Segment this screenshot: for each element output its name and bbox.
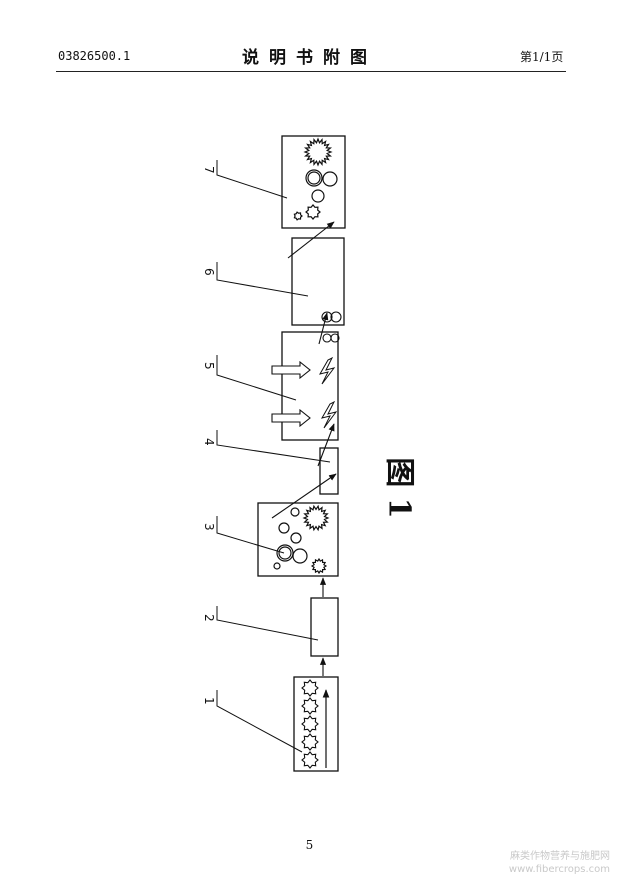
arrow-4-to-5 — [317, 423, 335, 467]
leader-line-2 — [216, 606, 319, 641]
box-5-small-circles — [322, 333, 340, 343]
leader-line-1 — [216, 690, 303, 753]
box-7 — [281, 135, 346, 229]
star-gear-icon — [301, 733, 319, 751]
figure-label-4: 4 — [202, 438, 216, 446]
figure-label-5: 5 — [202, 362, 216, 370]
box-5-hollow-arrow-top — [271, 360, 311, 380]
leader-line-6 — [216, 262, 309, 297]
star-gear-icon — [301, 697, 319, 715]
watermark: 麻类作物营养与施肥网 www.fibercrops.com — [430, 850, 610, 876]
watermark-line-2: www.fibercrops.com — [508, 864, 610, 875]
figure-label-1: 1 — [202, 697, 216, 705]
watermark-line-1: 麻类作物营养与施肥网 — [510, 851, 610, 862]
star-gear-icon — [301, 715, 319, 733]
box-4 — [319, 447, 339, 495]
box-1-star-gears — [301, 679, 319, 769]
box-2 — [310, 597, 339, 657]
figure-label-2: 2 — [202, 614, 216, 622]
box-5-hollow-arrow-bottom — [271, 408, 311, 428]
box-3 — [257, 502, 339, 577]
arrow-5-to-6 — [318, 312, 329, 345]
star-gear-icon — [293, 211, 303, 221]
lightning-icon — [320, 400, 338, 429]
figure-label-3: 3 — [202, 523, 216, 531]
leader-line-3 — [216, 516, 285, 554]
star-gear-icon — [301, 751, 319, 769]
gear-icon — [303, 137, 333, 167]
box-1 — [293, 676, 339, 772]
figure-caption: 图 1 — [381, 457, 417, 519]
box-6 — [291, 237, 345, 326]
box-7-gears — [293, 137, 338, 221]
box-6-circles — [321, 311, 342, 323]
box-3-gears — [273, 504, 330, 575]
arrow-3-to-4 — [271, 473, 337, 519]
figure-label-6: 6 — [202, 268, 216, 276]
gear-icon — [302, 504, 330, 532]
lightning-icon — [318, 356, 336, 385]
page-number: 5 — [305, 838, 314, 852]
box-5 — [281, 331, 339, 441]
star-gear-icon — [301, 679, 319, 697]
page-title: 说明书附图 — [242, 48, 377, 68]
star-gear-icon — [305, 204, 321, 220]
leader-line-7 — [216, 160, 288, 199]
page-indicator: 第1/1页 — [520, 50, 564, 64]
figure-label-7: 7 — [202, 166, 216, 174]
document-number: 03826500.1 — [58, 49, 131, 63]
header-rule — [56, 71, 566, 72]
gear-icon — [310, 557, 328, 575]
leader-line-5 — [216, 355, 297, 401]
leader-line-4 — [216, 430, 331, 463]
arrow-6-to-7 — [287, 221, 335, 259]
